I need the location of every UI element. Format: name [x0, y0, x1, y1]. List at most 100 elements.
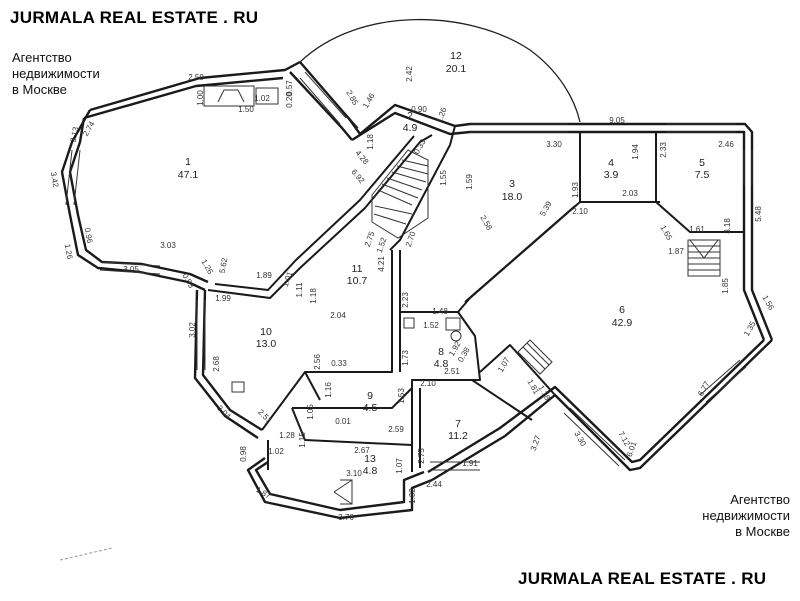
agency-caption-bottom: Агентство недвижимости в Москве	[670, 492, 790, 540]
dim-label: 1.48	[432, 307, 448, 316]
dim-label: 3.76	[338, 513, 354, 522]
room-area: 7.5	[695, 169, 710, 181]
dim-label: 0.01	[335, 417, 351, 426]
dim-label: 1.65	[658, 224, 674, 242]
dim-label: 1.02	[408, 488, 417, 504]
dim-label: 2.75	[417, 448, 426, 464]
room-area: 18.0	[502, 191, 523, 203]
dim-label: 1.26	[199, 258, 215, 276]
dim-label: 1.50	[238, 105, 254, 114]
dim-label: 2.10	[572, 207, 588, 216]
dim-label: 0.96	[83, 227, 95, 244]
dim-label: 3.05	[123, 265, 139, 274]
dim-label: 2.85	[344, 89, 360, 107]
dim-label: 4.28	[353, 149, 370, 167]
dim-label: 2.50	[188, 73, 204, 82]
dim-label: 2.59	[388, 425, 404, 434]
room-area: 4.8	[434, 358, 449, 370]
room-area: 10.7	[347, 275, 368, 287]
dim-label: 1.35	[742, 319, 758, 337]
dim-label: 0.90	[411, 105, 427, 114]
room-number: 11	[352, 263, 363, 275]
dim-label: 3.03	[160, 241, 176, 250]
dim-label: 1.85	[721, 278, 730, 294]
dim-label: 2.46	[718, 140, 734, 149]
room-number: 12	[450, 50, 462, 62]
dim-label: 0.20	[285, 92, 294, 108]
dim-label: 2.56	[313, 354, 322, 370]
dim-label: 2.03	[622, 189, 638, 198]
dim-label: 0.57	[285, 80, 294, 96]
dim-label: 1.11	[295, 282, 304, 298]
dim-label: 1.26	[435, 106, 449, 124]
dim-label: 3.30	[546, 140, 562, 149]
dim-label: 2.51	[256, 408, 274, 426]
dim-label: 1.61	[689, 225, 705, 234]
dim-label: 1.89	[256, 271, 272, 280]
outer-walls	[60, 60, 774, 520]
dim-label: 2.67	[354, 446, 370, 455]
dim-label: 1.16	[324, 382, 333, 398]
dim-label: 1.99	[215, 294, 231, 303]
dim-label: 3.18	[723, 218, 732, 234]
dim-label: 1.52	[423, 321, 439, 330]
room-number: 4	[608, 157, 614, 169]
entrance-steps	[333, 479, 353, 505]
dim-label: 1.05	[306, 404, 315, 420]
dim-label: 1.94	[631, 144, 640, 160]
agency-line: недвижимости	[12, 66, 100, 81]
room-area: 4.5	[363, 402, 378, 414]
dim-label: 3.42	[49, 171, 61, 188]
dim-label: 1.56	[760, 294, 776, 312]
dim-label: 2.42	[405, 66, 414, 82]
room-number: 1	[185, 156, 191, 168]
agency-line: в Москве	[12, 82, 67, 97]
dim-label: 1.15	[298, 432, 307, 448]
dim-label: 1.52	[375, 236, 389, 254]
dim-label: 3.30	[572, 430, 588, 448]
staircase-right	[687, 239, 721, 277]
room-area: 20.1	[446, 63, 467, 75]
dim-label: 6.77	[696, 379, 712, 397]
dim-label: 1.46	[361, 91, 377, 109]
room-number: 7	[455, 418, 461, 430]
room-area: 13.0	[256, 338, 277, 350]
staircase-small	[517, 339, 553, 375]
fireplace	[203, 85, 279, 107]
dim-label: 2.75	[363, 230, 377, 248]
dim-label: 2.44	[426, 480, 442, 489]
dim-label: 2.51	[444, 367, 460, 376]
site-title-bottom: JURMALA REAL ESTATE . RU	[518, 569, 767, 588]
dim-label: 1.93	[571, 182, 580, 198]
room-number: 6	[619, 304, 625, 316]
terrace-arc	[299, 18, 581, 123]
room-labels: 1 47.1 2 4.9 3 18.0 4 3.9 5 7.5 6 42.9 7…	[178, 50, 710, 477]
windows	[65, 71, 753, 471]
agency-caption-top: Агентство недвижимости в Москве	[12, 50, 100, 98]
room-number: 13	[364, 453, 376, 465]
dimension-labels: 2.50 1.00 1.02 0.57 0.20 1.50 2.42 2.85 …	[49, 66, 777, 522]
dim-label: 1.01	[281, 270, 295, 288]
room-area: 42.9	[612, 317, 633, 329]
plumbing-fixtures	[231, 317, 462, 393]
dim-label: 6.92	[349, 168, 366, 186]
dim-label: 1.02	[254, 94, 270, 103]
room-number: 5	[699, 157, 705, 169]
dim-label: 2.23	[401, 292, 410, 308]
dim-label: 1.07	[395, 458, 404, 474]
dim-label: 1.73	[401, 350, 410, 366]
dim-label: 5.48	[754, 206, 763, 222]
dim-label: 3.13	[69, 126, 81, 143]
dim-label: 1.00	[196, 90, 205, 106]
dim-label: 2.68	[212, 356, 221, 372]
agency-line: Агентство	[730, 492, 790, 507]
dim-label: 1.59	[465, 174, 474, 190]
dim-label: 2.04	[330, 311, 346, 320]
room-number: 2	[407, 110, 413, 122]
dim-label: 1.18	[366, 134, 375, 150]
site-title-top: JURMALA REAL ESTATE . RU	[10, 8, 259, 27]
dim-label: 2.33	[659, 142, 668, 158]
agency-line: недвижимости	[702, 508, 790, 523]
dim-label: 2.58	[478, 214, 494, 232]
